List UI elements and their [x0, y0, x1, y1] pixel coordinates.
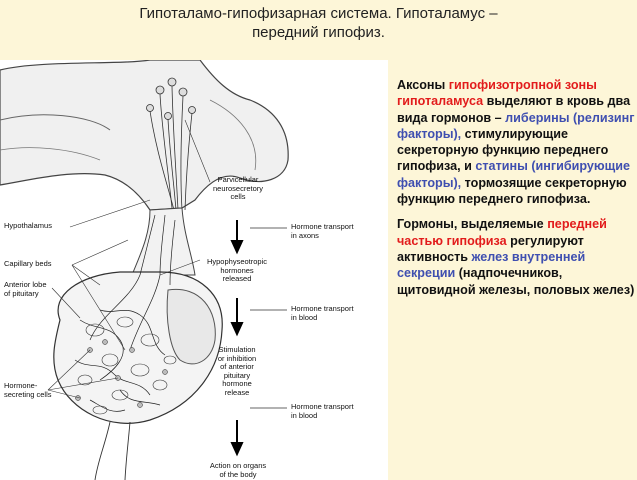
label-parvicellular-cells: Parvicellular neurosecretory cells	[212, 175, 264, 201]
flow-arrows	[230, 220, 244, 457]
pituitary-stalk	[131, 207, 196, 276]
diagram-drawing	[0, 60, 289, 480]
label-transport-axons: Hormone transport in axons	[291, 222, 354, 240]
hypothalamus-outline	[0, 60, 289, 211]
hormone-secreting-cells	[75, 339, 168, 408]
label-transport-blood-1: Hormone transport in blood	[291, 304, 354, 322]
label-stimulation-inhibition: Stimulation or inhibition of anterior pi…	[217, 345, 257, 397]
label-hypophyseotropic-hormones: Hypophyseotropic hormones released	[206, 257, 268, 283]
transport-brackets	[250, 227, 287, 409]
label-transport-blood-2: Hormone transport in blood	[291, 402, 354, 420]
title-line-1: Гипоталамо-гипофизарная система. Гипотал…	[139, 5, 498, 22]
paragraph-axons: Аксоны гипофизотропной зоны гипоталамуса…	[397, 78, 635, 207]
label-capillary-beds: Capillary beds	[4, 259, 52, 268]
highlight-liberins: либерины (релизинг факторы),	[397, 110, 635, 141]
paragraph-hormones: Гормоны, выделяемые передней частью гипо…	[397, 217, 635, 297]
posterior-pituitary-lobe	[166, 288, 216, 365]
capillary-loops	[77, 316, 177, 415]
highlight-statins: статины (ингибирующие факторы),	[397, 159, 631, 190]
highlight-hypophysiotropic-zone: гипофизотропной зоны гипоталамуса	[397, 78, 597, 109]
label-action-on-organs: Action on organs of the body	[209, 461, 267, 479]
outflow-vessels	[94, 421, 131, 480]
slide-title: Гипоталамо-гипофизарная система. Гипотал…	[0, 4, 637, 42]
description-text: Аксоны гипофизотропной зоны гипоталамуса…	[397, 77, 635, 307]
axons	[149, 85, 193, 211]
highlight-endocrine-glands: желез внутренней секреции	[397, 249, 586, 281]
neurosecretory-cells	[146, 77, 196, 120]
label-anterior-lobe: Anterior lobe of pituitary	[4, 280, 47, 298]
label-hormone-secreting-cells: Hormone- secreting cells	[4, 381, 52, 399]
highlight-anterior-pituitary: передней частью гипофиза	[397, 217, 607, 248]
hypothalamus-pituitary-diagram: Hypothalamus Capillary beds Anterior lob…	[0, 60, 388, 480]
pointer-lines	[47, 119, 211, 399]
label-hypothalamus: Hypothalamus	[4, 221, 52, 230]
title-line-2: передний гипофиз.	[252, 24, 385, 41]
